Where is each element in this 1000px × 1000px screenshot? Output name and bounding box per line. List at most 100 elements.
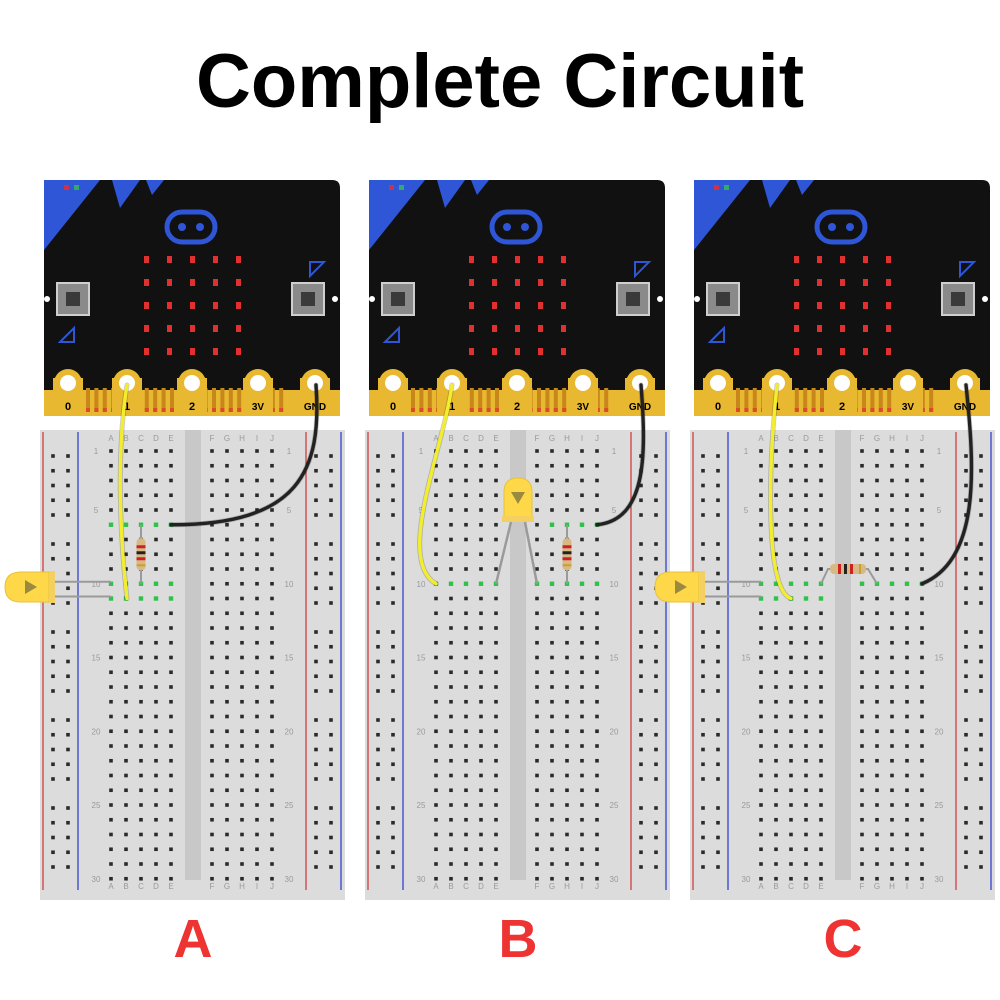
matrix-led — [190, 302, 195, 309]
rail-hole — [66, 835, 70, 840]
edge-strip — [212, 388, 216, 412]
rail-hole — [376, 644, 380, 649]
hole — [890, 876, 894, 881]
hole — [774, 552, 778, 557]
hole — [595, 847, 599, 852]
hole — [890, 670, 894, 675]
rail-hole — [391, 556, 395, 561]
row-number: 20 — [92, 727, 101, 736]
row-number: 30 — [92, 875, 101, 884]
hole — [920, 463, 924, 468]
row-number: 10 — [92, 580, 101, 589]
hole — [169, 567, 173, 571]
hole — [109, 862, 113, 866]
rail-hole — [639, 762, 643, 767]
hole — [255, 626, 259, 630]
matrix-led — [561, 348, 566, 355]
rail-hole — [51, 542, 55, 546]
edge-strip — [870, 388, 875, 412]
matrix-led — [236, 279, 241, 286]
hole — [875, 817, 879, 822]
edge-strip-tip — [411, 408, 415, 412]
row-number: 1 — [937, 447, 942, 456]
row-number: 5 — [612, 506, 617, 515]
led-matrix — [794, 256, 891, 355]
matrix-led — [515, 279, 520, 286]
rail-hole — [391, 806, 395, 810]
hole — [804, 552, 808, 557]
hole — [565, 685, 569, 689]
matrix-led — [167, 256, 172, 263]
hole — [890, 640, 894, 645]
hole — [255, 817, 259, 822]
hole — [550, 744, 554, 748]
hole — [255, 758, 259, 763]
hole — [210, 788, 214, 793]
hole — [240, 758, 244, 763]
hole — [139, 832, 143, 837]
hole — [920, 744, 924, 748]
rail-hole — [979, 468, 983, 473]
center-channel — [835, 430, 851, 880]
row-number: 5 — [287, 506, 292, 515]
rail-hole — [654, 483, 658, 488]
rail-hole — [654, 659, 658, 664]
hole — [580, 685, 584, 689]
resistor-band — [838, 564, 841, 574]
rail-hole — [979, 718, 983, 722]
rail-hole — [979, 498, 983, 503]
hole — [860, 463, 864, 468]
edge-strip-tip — [736, 408, 740, 412]
hole — [494, 744, 498, 748]
hole — [154, 729, 158, 734]
hole — [774, 508, 778, 512]
hole — [580, 552, 584, 557]
hole — [789, 847, 793, 852]
hole — [139, 640, 143, 645]
hole — [819, 655, 823, 660]
matrix-led — [794, 256, 799, 263]
hole — [270, 626, 274, 630]
rail-hole — [51, 468, 55, 473]
hole — [920, 685, 924, 689]
hole — [875, 552, 879, 557]
rail-hole — [66, 571, 70, 576]
rail-hole — [314, 644, 318, 649]
rail-hole — [376, 498, 380, 503]
hole — [169, 478, 173, 483]
matrix-led — [236, 325, 241, 332]
row-number: 20 — [610, 727, 619, 736]
edge-strip — [94, 388, 99, 412]
rail-hole — [329, 556, 333, 561]
edge-strip — [228, 388, 233, 412]
rail-hole — [964, 571, 968, 576]
hole — [890, 788, 894, 793]
hole — [255, 714, 259, 719]
hole — [804, 729, 808, 734]
hole — [819, 714, 823, 719]
rail-hole — [964, 732, 968, 737]
hole — [535, 758, 539, 763]
edge-strip — [102, 388, 107, 412]
rail-hole — [979, 820, 983, 825]
rail-hole — [51, 835, 55, 840]
rail-hole — [391, 865, 395, 869]
row-number: 25 — [92, 801, 101, 810]
hole — [535, 729, 539, 734]
rail-hole — [314, 571, 318, 576]
hole — [240, 817, 244, 822]
column-letter: D — [478, 434, 484, 443]
pin-hole — [60, 375, 76, 391]
hole — [154, 832, 158, 837]
hole — [154, 626, 158, 630]
hole — [759, 847, 763, 852]
rail-hole — [51, 777, 55, 781]
hole — [759, 611, 763, 616]
connected-hole — [463, 581, 469, 586]
hole — [890, 537, 894, 542]
hole — [875, 493, 879, 498]
hole — [494, 670, 498, 675]
hole — [124, 876, 128, 881]
hole — [479, 626, 483, 630]
hole — [139, 744, 143, 748]
